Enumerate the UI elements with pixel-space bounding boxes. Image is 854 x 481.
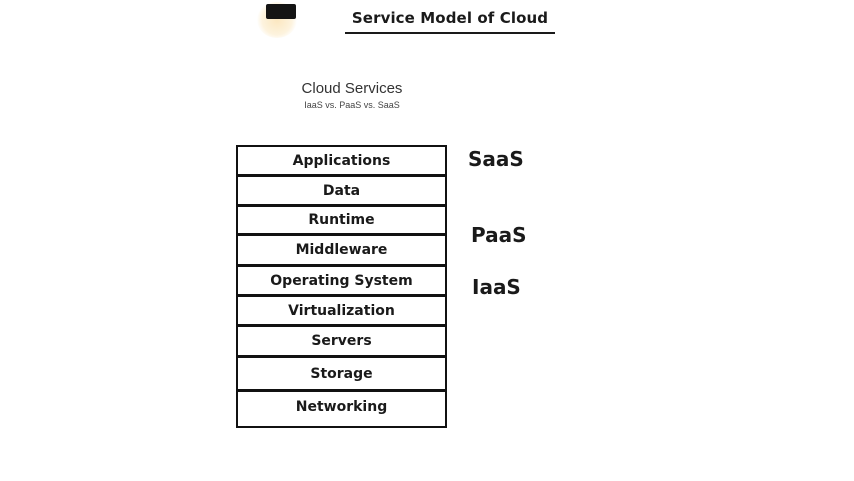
diagram-subtitle: IaaS vs. PaaS vs. SaaS [304, 100, 400, 110]
cloud-stack: Applications Data Runtime Middleware Ope… [236, 145, 447, 428]
layer-data: Data [238, 177, 445, 207]
layer-middleware: Middleware [238, 236, 445, 267]
label-saas: SaaS [468, 147, 524, 171]
layer-runtime: Runtime [238, 207, 445, 236]
layer-applications: Applications [238, 147, 445, 177]
layer-servers: Servers [238, 327, 445, 358]
layer-networking: Networking [295, 399, 388, 415]
layer-storage: Storage [238, 358, 445, 392]
label-iaas: IaaS [472, 275, 521, 299]
layer-virtualization: Virtualization [238, 297, 445, 327]
diagram-title: Cloud Services [301, 80, 403, 97]
layer-operating-system: Operating System [238, 267, 445, 297]
logo-icon [266, 4, 296, 19]
page-title: Service Model of Cloud [351, 9, 549, 27]
title-underline [345, 32, 555, 34]
label-paas: PaaS [471, 223, 527, 247]
